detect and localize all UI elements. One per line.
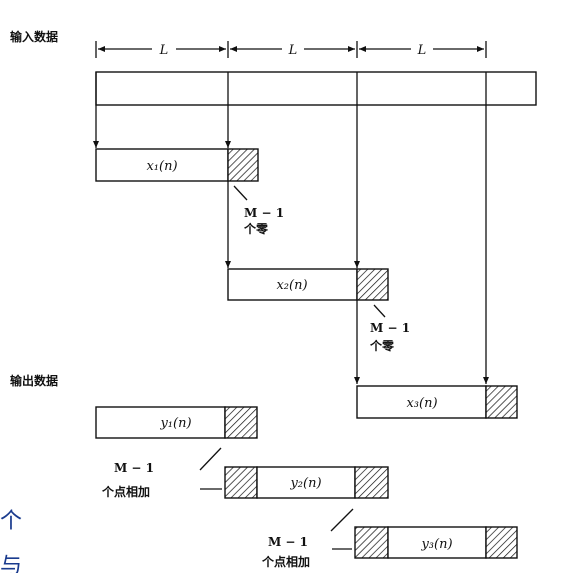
block-y3-overlap-right bbox=[485, 526, 518, 559]
segment-1-label: L bbox=[159, 43, 169, 58]
input-data-heading: 输入数据 bbox=[10, 29, 58, 44]
add-note-2-points-added: 个点相加 bbox=[261, 554, 310, 569]
segment-dimension-row: L L L bbox=[95, 41, 487, 58]
block-y3-label: y₃(n) bbox=[420, 537, 452, 552]
block-y2-overlap-left bbox=[224, 466, 258, 499]
block-x1-label: x₁(n) bbox=[146, 159, 177, 174]
add-note-1-m-minus-1: M − 1 bbox=[114, 461, 154, 475]
block-x3-label: x₃(n) bbox=[406, 396, 437, 411]
segment-3-label: L bbox=[417, 43, 427, 58]
add-note-2-m-minus-1: M − 1 bbox=[268, 535, 308, 549]
note-1-m-minus-1: M − 1 bbox=[244, 206, 284, 220]
block-x1-zero-pad bbox=[227, 148, 259, 182]
block-x3 bbox=[356, 385, 487, 419]
note-2-leader bbox=[373, 304, 386, 318]
block-y3-overlap-left bbox=[354, 526, 389, 559]
block-x2-label: x₂(n) bbox=[276, 278, 307, 293]
block-x3-zero-pad bbox=[485, 385, 518, 419]
note-2-m-minus-1: M − 1 bbox=[370, 321, 410, 335]
add-note-2-leader bbox=[330, 508, 354, 532]
block-y1-label: y₁(n) bbox=[159, 416, 191, 431]
output-data-heading: 输出数据 bbox=[10, 373, 58, 388]
note-1-leader bbox=[233, 185, 248, 201]
cropped-text-top: 个 bbox=[0, 509, 22, 534]
cropped-text-bottom: 与 bbox=[0, 554, 22, 573]
input-data-strip bbox=[95, 71, 537, 106]
block-y1-overlap bbox=[224, 406, 258, 439]
add-note-1-leader bbox=[199, 447, 222, 471]
block-x2-zero-pad bbox=[356, 268, 389, 301]
note-2-zeros: 个零 bbox=[369, 338, 395, 353]
block-y2-overlap-right bbox=[354, 466, 389, 499]
segment-2-label: L bbox=[288, 43, 298, 58]
block-x1 bbox=[95, 148, 229, 182]
block-x2 bbox=[227, 268, 358, 301]
add-note-1-points-added: 个点相加 bbox=[101, 484, 150, 499]
note-1-zeros: 个零 bbox=[243, 221, 269, 236]
block-y3 bbox=[387, 526, 487, 559]
block-y2-label: y₂(n) bbox=[289, 476, 321, 491]
